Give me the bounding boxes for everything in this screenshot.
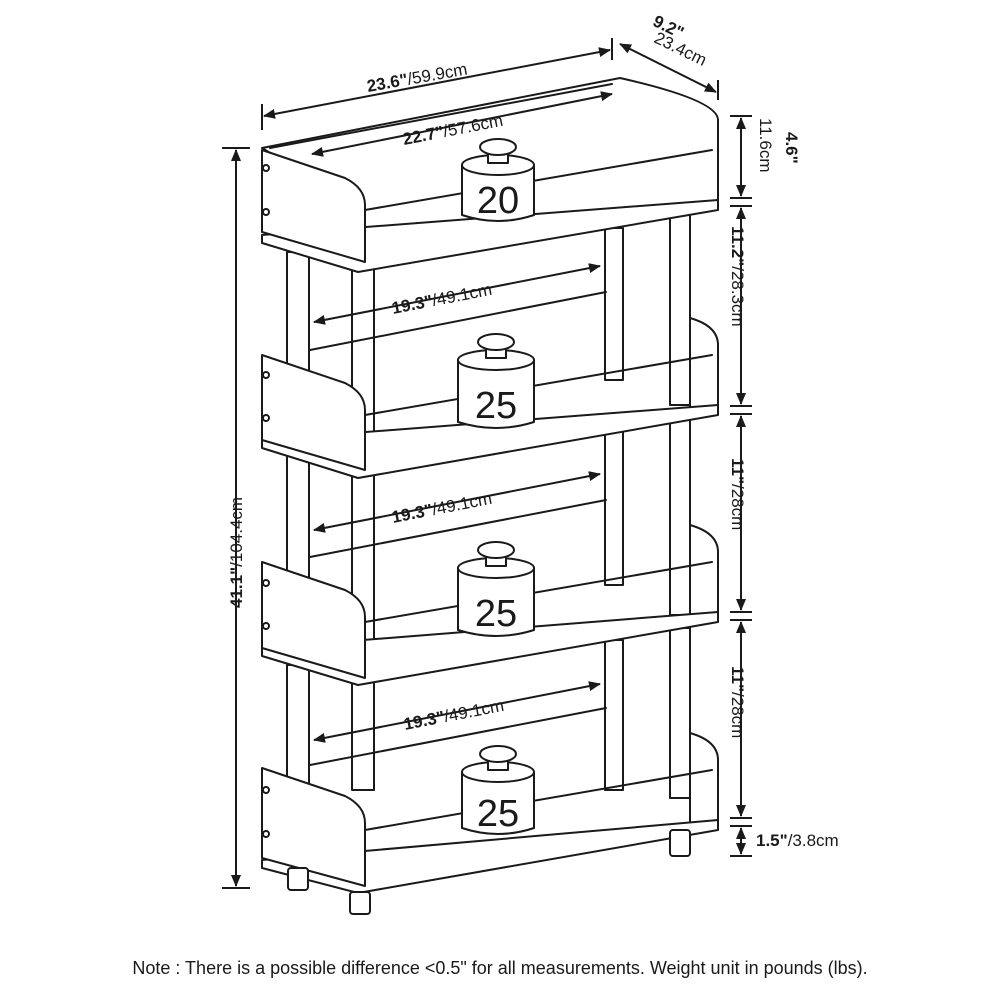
gap-1-label: 11.2"/28.3cm (728, 226, 747, 327)
foot-front-left (287, 867, 309, 891)
shelf-4-board (261, 819, 719, 894)
shelf-width-label-1: 19.3"/49.1cm (390, 280, 493, 318)
foot-back-right (669, 829, 691, 857)
dimension-lines (222, 38, 752, 889)
post-back-left-2 (604, 429, 624, 586)
weight-icon: 25 (457, 541, 535, 637)
shelf-width-label-2: 19.3"/49.1cm (390, 489, 493, 527)
shelf-4-side-right (689, 732, 719, 826)
shelf-2-board (261, 404, 719, 479)
weight-label-3: 25 (475, 593, 517, 635)
shelf-3-board (261, 611, 719, 686)
shelf-1-front-panel (261, 149, 366, 263)
post-back-right (669, 214, 691, 406)
width-label: 23.6"/59.9cm (365, 60, 468, 96)
shelf-4-front-panel (261, 767, 366, 887)
total-height-label: 41.1"/104.4cm (227, 497, 246, 608)
foot-front-right (349, 891, 371, 915)
shelf-3-front-panel (261, 561, 366, 679)
top-rail-height-label-in: 4.6" (782, 132, 801, 164)
weight-label-4: 25 (477, 793, 519, 835)
weight-label-1: 20 (477, 180, 519, 222)
shelf-3-side-right (689, 524, 719, 618)
shelf-2 (261, 291, 719, 479)
post-back-right-2 (669, 419, 691, 616)
shelf-width-label-3: 19.3"/49.1cm (402, 696, 505, 734)
shelf-1-board (261, 199, 719, 273)
inner-width-label: 22.7"/57.6cm (401, 111, 504, 149)
measurement-note: Note : There is a possible difference <0… (132, 958, 868, 978)
gap-2-label: 11"/28cm (728, 458, 747, 530)
feet (287, 829, 691, 915)
post-back-right-3 (669, 627, 691, 799)
gap-3-label: 11"/28cm (728, 666, 747, 738)
shelf-2-side-right (689, 317, 719, 411)
weight-icon: 25 (457, 333, 535, 429)
weight-label-2: 25 (475, 385, 517, 427)
post-back-left (604, 227, 624, 381)
weight-icon: 25 (461, 745, 535, 835)
top-rail-height-label-cm: 11.6cm (756, 118, 775, 173)
shelf-2-front-panel (261, 354, 366, 471)
shelf-4 (261, 707, 719, 894)
post-front-left-3 (286, 664, 310, 786)
weight-icons: 20 25 25 25 (457, 138, 535, 835)
post-back-left-3 (604, 639, 624, 791)
foot-height-label: 1.5"/3.8cm (756, 831, 839, 850)
post-front-right-3 (351, 679, 375, 791)
